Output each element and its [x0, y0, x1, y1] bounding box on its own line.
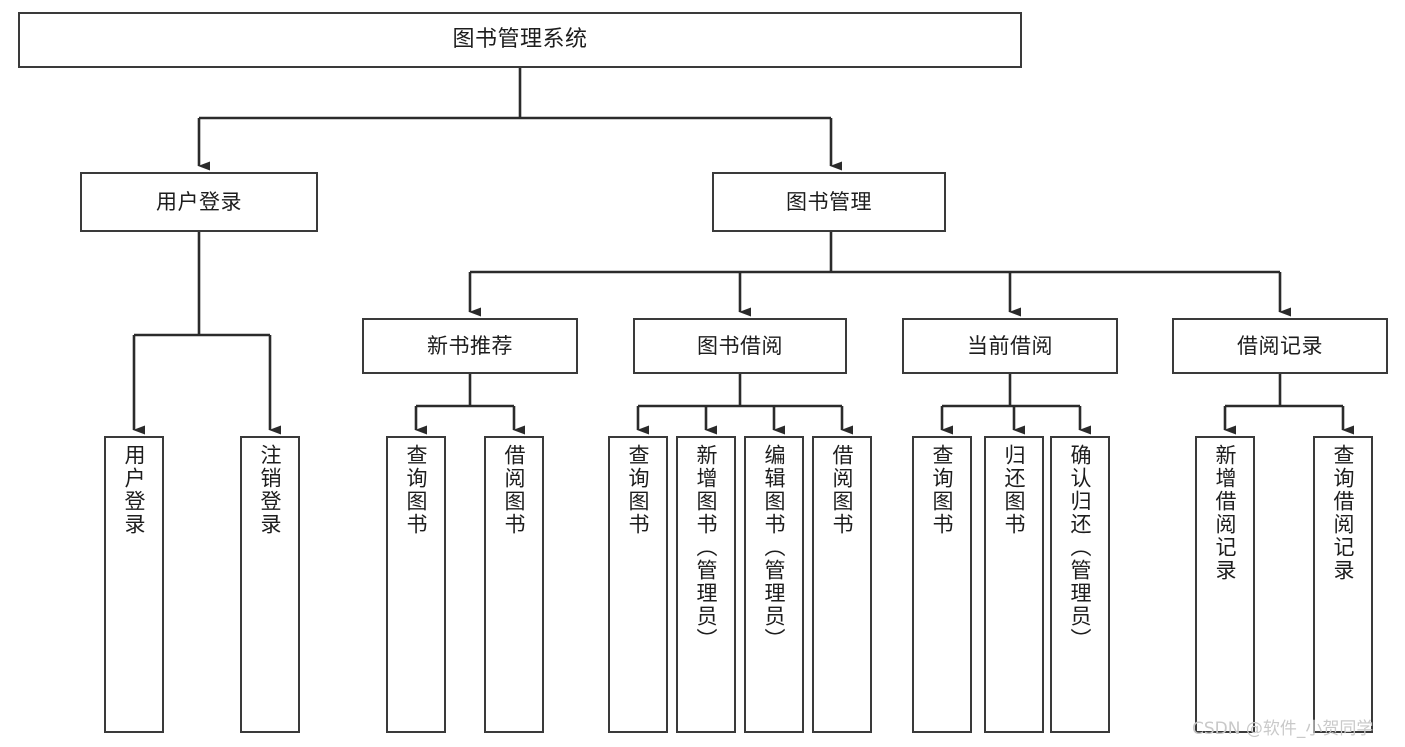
node-borrow-record[interactable]: 借阅记录 [1172, 318, 1388, 374]
node-leaf-bor-edit[interactable]: 编辑图书（管理员） [744, 436, 804, 733]
node-leaf-bor-query-label: 查询图书 [626, 444, 651, 536]
node-leaf-user-logout[interactable]: 注销登录 [240, 436, 300, 733]
node-leaf-cur-query-label: 查询图书 [930, 444, 955, 536]
node-borrow-record-label: 借阅记录 [1237, 333, 1323, 358]
node-leaf-bor-lend-label: 借阅图书 [830, 444, 855, 536]
node-leaf-cur-confirm-label: 确认归还（管理员） [1068, 444, 1093, 651]
node-book-manage-label: 图书管理 [786, 189, 872, 214]
node-leaf-cur-confirm[interactable]: 确认归还（管理员） [1050, 436, 1110, 733]
node-leaf-user-logout-label: 注销登录 [258, 444, 283, 536]
node-leaf-bor-lend[interactable]: 借阅图书 [812, 436, 872, 733]
node-leaf-user-login[interactable]: 用户登录 [104, 436, 164, 733]
node-current-borrow-label: 当前借阅 [967, 333, 1053, 358]
node-root[interactable]: 图书管理系统 [18, 12, 1022, 68]
node-leaf-user-login-label: 用户登录 [122, 444, 147, 536]
node-book-borrow[interactable]: 图书借阅 [633, 318, 847, 374]
node-leaf-rec-add-label: 新增借阅记录 [1213, 444, 1238, 582]
node-user-login-label: 用户登录 [156, 189, 242, 214]
node-user-login[interactable]: 用户登录 [80, 172, 318, 232]
node-current-borrow[interactable]: 当前借阅 [902, 318, 1118, 374]
node-leaf-rec-borrow[interactable]: 借阅图书 [484, 436, 544, 733]
node-leaf-rec-search-label: 查询借阅记录 [1331, 444, 1356, 582]
node-leaf-bor-edit-label: 编辑图书（管理员） [762, 444, 787, 651]
node-book-manage[interactable]: 图书管理 [712, 172, 946, 232]
node-leaf-rec-search[interactable]: 查询借阅记录 [1313, 436, 1373, 733]
node-leaf-rec-query-label: 查询图书 [404, 444, 429, 536]
node-new-book-rec[interactable]: 新书推荐 [362, 318, 578, 374]
node-leaf-bor-add[interactable]: 新增图书（管理员） [676, 436, 736, 733]
node-leaf-rec-borrow-label: 借阅图书 [502, 444, 527, 536]
node-leaf-cur-return[interactable]: 归还图书 [984, 436, 1044, 733]
node-new-book-rec-label: 新书推荐 [427, 333, 513, 358]
node-leaf-rec-add[interactable]: 新增借阅记录 [1195, 436, 1255, 733]
node-leaf-bor-add-label: 新增图书（管理员） [694, 444, 719, 651]
node-leaf-rec-query[interactable]: 查询图书 [386, 436, 446, 733]
node-leaf-cur-return-label: 归还图书 [1002, 444, 1027, 536]
node-leaf-cur-query[interactable]: 查询图书 [912, 436, 972, 733]
node-root-label: 图书管理系统 [452, 27, 588, 53]
node-leaf-bor-query[interactable]: 查询图书 [608, 436, 668, 733]
node-book-borrow-label: 图书借阅 [697, 333, 783, 358]
csdn-watermark: CSDN @软件_小贺同学 [1192, 719, 1374, 739]
